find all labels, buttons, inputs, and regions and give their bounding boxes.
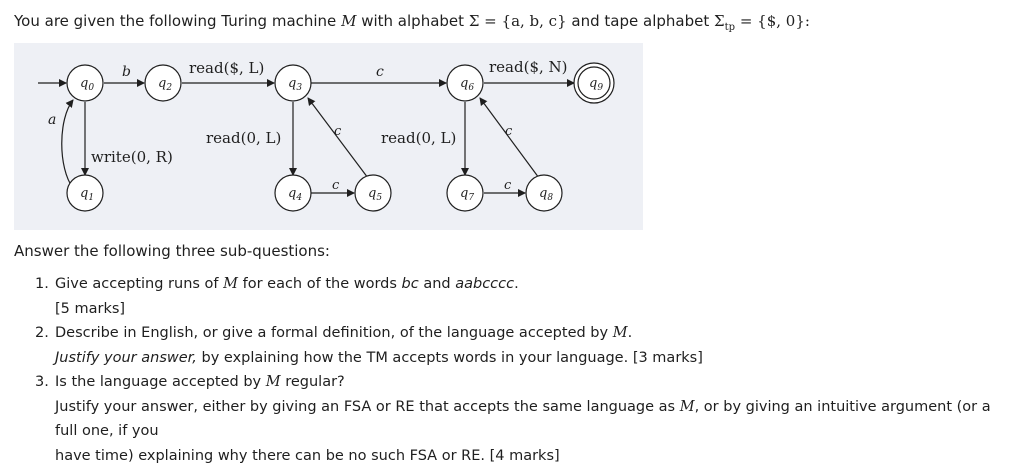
intro-lead: You are given the following Turing machi…	[14, 12, 336, 30]
label-q0-q2: b	[122, 64, 131, 80]
label-write: write(0, R)	[91, 148, 173, 166]
question-2-line-1: Describe in English, or give a formal de…	[55, 321, 1009, 346]
label-q8-q6: c	[505, 124, 513, 139]
label-q3-q6: c	[376, 64, 384, 80]
question-number: 1.	[35, 272, 49, 297]
sigma-tp: Σtp	[714, 12, 735, 30]
intro-mid1: with alphabet	[361, 12, 464, 30]
question-1-marks: [5 marks]	[55, 297, 1009, 322]
question-3-line-1: Is the language accepted by M regular?	[55, 370, 1009, 395]
label-q3-q4: read(0, L)	[206, 129, 281, 147]
sigma-tp-value: = {$, 0}:	[740, 12, 810, 30]
question-3-line-3: have time) explaining why there can be n…	[55, 444, 1009, 468]
label-q6-q9: read($, N)	[489, 58, 568, 76]
answer-heading: Answer the following three sub-questions…	[14, 242, 330, 260]
sigma-def: Σ = {a, b, c}	[469, 12, 567, 30]
label-q7-q8: c	[504, 178, 512, 193]
label-q6-q7: read(0, L)	[381, 129, 456, 147]
label-q2-q3: read($, L)	[189, 59, 264, 77]
intro-mid2: and tape alphabet	[571, 12, 709, 30]
label-q5-q3: c	[334, 124, 342, 139]
question-1: 1. Give accepting runs of M for each of …	[0, 272, 1009, 321]
question-2: 2. Describe in English, or give a formal…	[0, 321, 1009, 370]
question-1-line-1: Give accepting runs of M for each of the…	[55, 272, 1009, 297]
question-2-line-2: Justify your answer, by explaining how t…	[55, 346, 1009, 371]
question-list: 1. Give accepting runs of M for each of …	[0, 272, 1009, 468]
intro-sentence: You are given the following Turing machi…	[14, 12, 810, 33]
label-q4-q5: c	[332, 178, 340, 193]
question-3-line-2: Justify your answer, either by giving an…	[55, 395, 1009, 444]
turing-machine-diagram: q0 q2 q3 q6 q9 q1 q4 q5 q7 q8 b read($, …	[14, 43, 643, 230]
edge-q1-q0	[62, 100, 73, 188]
question-number: 2.	[35, 321, 49, 346]
machine-symbol: M	[341, 12, 356, 30]
label-loop-a: a	[48, 112, 56, 128]
question-3: 3. Is the language accepted by M regular…	[0, 370, 1009, 468]
question-number: 3.	[35, 370, 49, 395]
